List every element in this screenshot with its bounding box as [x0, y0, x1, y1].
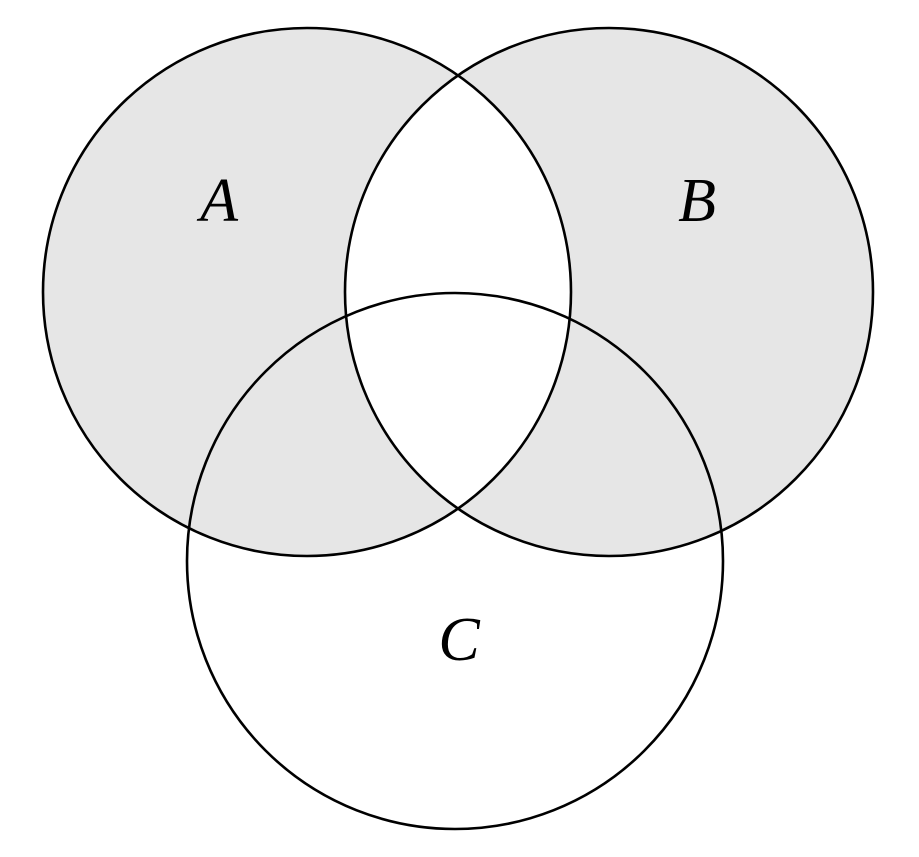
circle-c-outline[interactable]	[185, 291, 725, 831]
set-label-a: A	[196, 167, 239, 235]
circle-a-outline[interactable]	[41, 26, 573, 558]
set-label-b: B	[678, 167, 716, 235]
circle-b-outline[interactable]	[343, 26, 875, 558]
set-label-c: C	[438, 606, 480, 674]
